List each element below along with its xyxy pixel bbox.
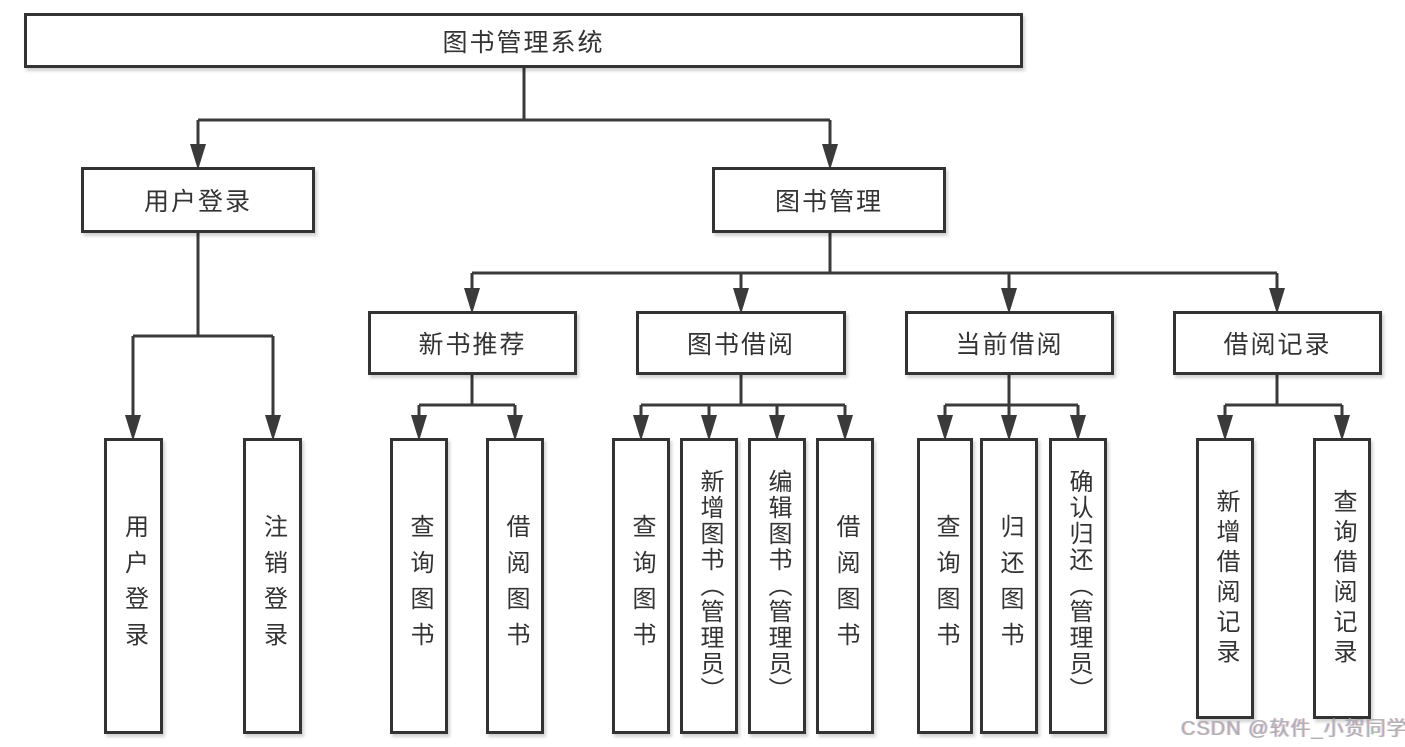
node-label: 注销登录: [259, 514, 287, 658]
leaf-borrow-books-2: 借阅图书: [816, 438, 874, 734]
leaf-query-borrow-record: 查询借阅记录: [1313, 438, 1371, 719]
leaf-logout: 注销登录: [243, 438, 302, 734]
node-borrowing-records: 借阅记录: [1173, 311, 1382, 375]
node-user-login: 用户登录: [81, 167, 315, 233]
leaf-query-books-1: 查询图书: [390, 438, 448, 734]
node-root: 图书管理系统: [24, 13, 1023, 68]
node-label: 查询图书: [932, 514, 959, 658]
node-label: 图书借阅: [686, 331, 795, 359]
leaf-add-book-admin: 新增图书（管理员）: [680, 438, 738, 734]
node-label: 图书管理系统: [442, 28, 605, 57]
leaf-add-borrow-record: 新增借阅记录: [1196, 438, 1254, 719]
node-label: 编辑图书（管理员）: [764, 469, 791, 703]
leaf-edit-book-admin: 编辑图书（管理员）: [748, 438, 806, 734]
node-label: 图书管理: [774, 188, 883, 216]
node-label: 查询图书: [628, 514, 655, 658]
node-book-management: 图书管理: [712, 167, 946, 233]
node-book-borrowing: 图书借阅: [636, 311, 846, 375]
node-label: 新增借阅记录: [1212, 488, 1239, 669]
node-label: 新书推荐: [418, 331, 527, 359]
leaf-query-books-2: 查询图书: [612, 438, 670, 734]
arrowhead-icons: [125, 144, 1350, 441]
node-label: 用户登录: [143, 188, 252, 216]
leaf-query-books-3: 查询图书: [917, 438, 973, 734]
node-label: 当前借阅: [955, 331, 1064, 359]
node-new-book-recommend: 新书推荐: [368, 311, 577, 375]
node-label: 新增图书（管理员）: [696, 469, 723, 703]
csdn-watermark: CSDN @软件_小贺同学: [1181, 718, 1405, 740]
node-label: 归还图书: [996, 514, 1023, 658]
leaf-return-books: 归还图书: [980, 438, 1038, 734]
node-label: 借阅记录: [1223, 331, 1332, 359]
leaf-confirm-return-admin: 确认归还（管理员）: [1049, 438, 1107, 734]
node-current-borrowing: 当前借阅: [905, 311, 1114, 375]
node-label: 确认归还（管理员）: [1065, 469, 1092, 703]
node-label: 查询图书: [406, 514, 433, 658]
leaf-borrow-books-1: 借阅图书: [486, 438, 544, 734]
leaf-user-login: 用户登录: [104, 438, 163, 734]
node-label: 借阅图书: [832, 514, 859, 658]
node-label: 用户登录: [120, 514, 148, 658]
node-label: 借阅图书: [502, 514, 529, 658]
node-label: 查询借阅记录: [1329, 488, 1356, 669]
